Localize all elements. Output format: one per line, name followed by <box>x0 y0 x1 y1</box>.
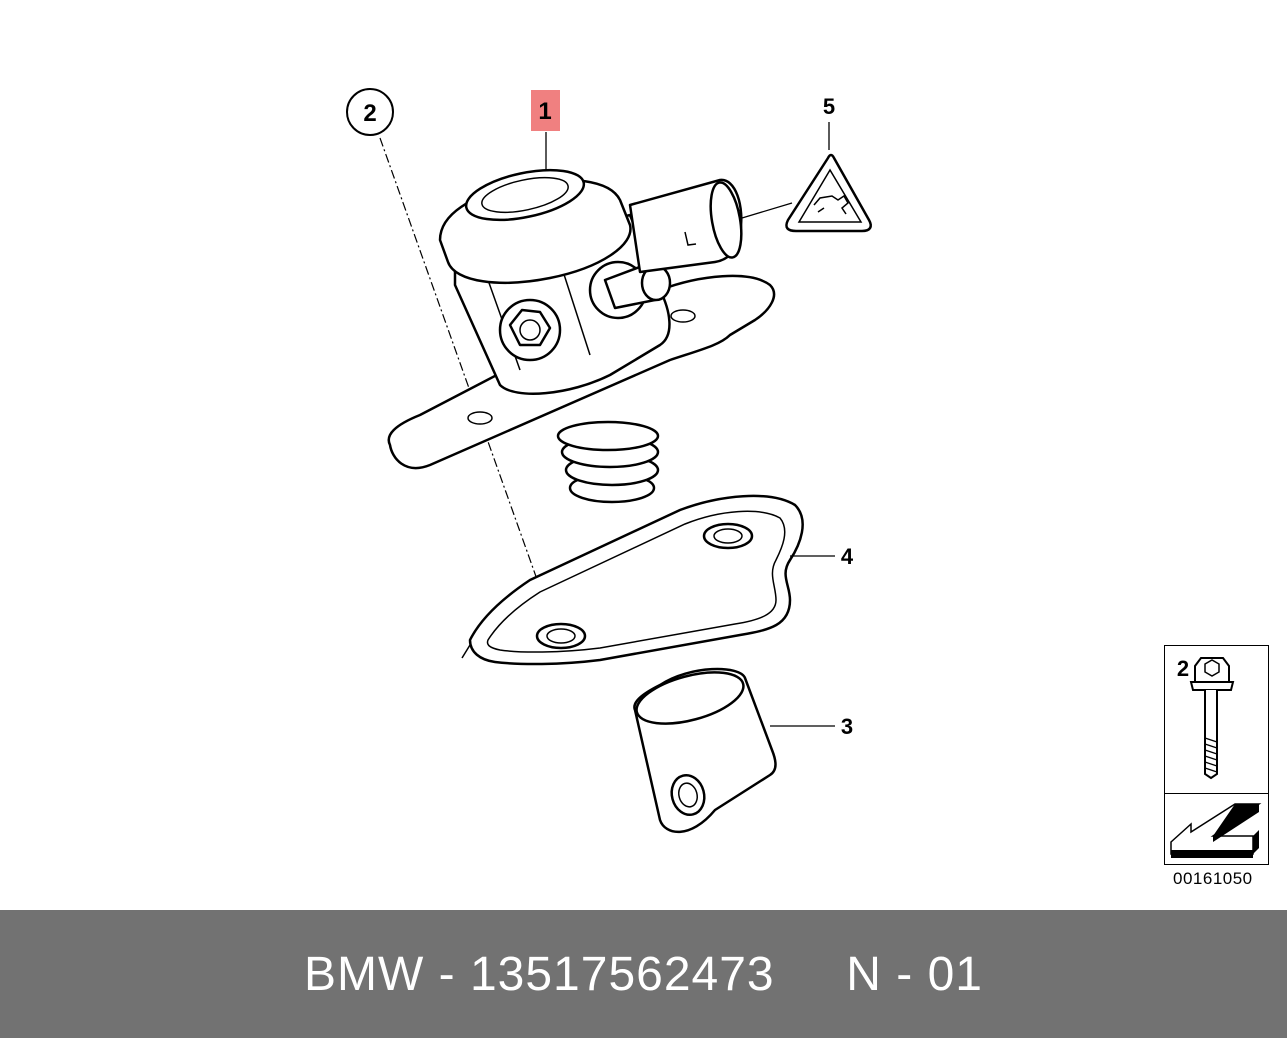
callout-5: 5 <box>823 94 835 119</box>
gasket-part-4 <box>461 494 804 666</box>
callout-2-circle <box>346 88 394 136</box>
callout-3: 3 <box>841 714 853 739</box>
parts-diagram: 1 2 3 4 5 <box>346 88 872 834</box>
leader-5-connector <box>741 202 793 219</box>
footer-bar: BMW - 13517562473 N - 01 <box>0 910 1287 1038</box>
inset-divider <box>1165 793 1268 794</box>
diagram-number: 00161050 <box>1173 869 1253 888</box>
leader-2 <box>379 137 556 631</box>
bolt-icon: 2 <box>1177 656 1235 780</box>
arrow-symbol-icon <box>1170 803 1262 858</box>
callout-1: 1 <box>538 98 551 125</box>
callout-2: 2 <box>363 100 376 127</box>
callout-4: 4 <box>841 544 854 569</box>
part-number-caption: BMW - 13517562473 N - 01 <box>304 947 983 1001</box>
warning-label-part-5 <box>785 153 872 233</box>
callout-1-highlight <box>531 90 560 131</box>
tappet-part-3 <box>633 667 777 834</box>
pump-part-1 <box>387 168 776 504</box>
inset-bolt-label: 2 <box>1177 656 1189 681</box>
inset-panel: 2 <box>1164 645 1269 865</box>
